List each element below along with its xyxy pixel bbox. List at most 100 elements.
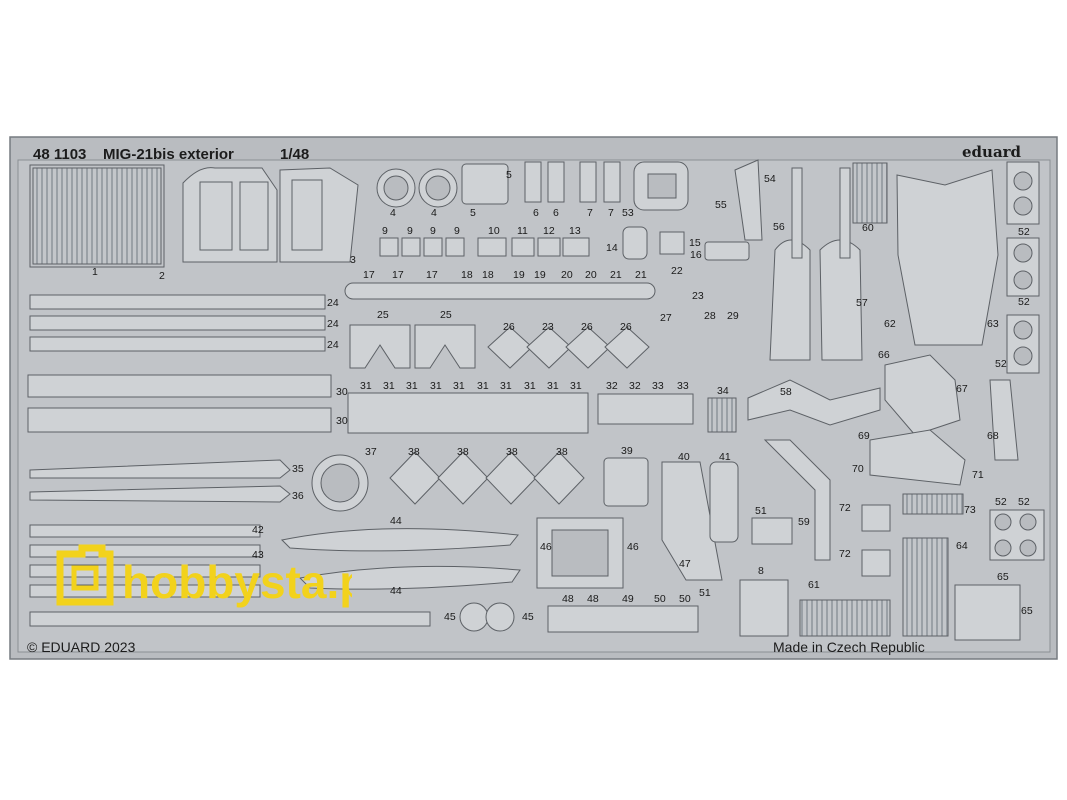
sheet-name: MIG-21bis exterior bbox=[103, 146, 234, 163]
part-number: 55 bbox=[715, 199, 727, 211]
part-number: 49 bbox=[622, 593, 634, 605]
part-number: 57 bbox=[856, 297, 868, 309]
copyright: © EDUARD 2023 bbox=[27, 639, 136, 655]
part-1 bbox=[29, 164, 165, 268]
part-number: 12 bbox=[543, 225, 555, 237]
part-45 bbox=[459, 602, 515, 632]
part-number: 71 bbox=[972, 469, 984, 481]
part-4 bbox=[376, 168, 458, 208]
part-number: 1 bbox=[92, 266, 98, 278]
part-38 bbox=[389, 451, 585, 505]
parts-56-57 bbox=[769, 167, 863, 361]
part-number: 4 bbox=[390, 207, 396, 219]
parts-26-23 bbox=[487, 326, 650, 369]
part-number: 35 bbox=[292, 463, 304, 475]
part-number: 52 bbox=[995, 496, 1007, 508]
part-25 bbox=[349, 324, 476, 369]
part-number: 67 bbox=[956, 383, 968, 395]
part-62 bbox=[896, 169, 999, 346]
part-number: 38 bbox=[556, 446, 568, 458]
parts-14-16 bbox=[622, 226, 750, 261]
part-number: 40 bbox=[678, 451, 690, 463]
part-number: 31 bbox=[406, 380, 418, 392]
part-number: 44 bbox=[390, 585, 402, 597]
part-number: 26 bbox=[620, 321, 632, 333]
part-number: 65 bbox=[997, 571, 1009, 583]
part-number: 52 bbox=[1018, 226, 1030, 238]
part-number: 19 bbox=[513, 269, 525, 281]
part-52-column bbox=[989, 161, 1045, 561]
part-number: 16 bbox=[690, 249, 702, 261]
part-number: 50 bbox=[654, 593, 666, 605]
part-number: 24 bbox=[327, 297, 339, 309]
parts-40-47 bbox=[661, 461, 739, 581]
part-number: 22 bbox=[671, 265, 683, 277]
part-number: 21 bbox=[610, 269, 622, 281]
part-number: 31 bbox=[430, 380, 442, 392]
part-number: 24 bbox=[327, 339, 339, 351]
part-number: 41 bbox=[719, 451, 731, 463]
small-parts-top bbox=[461, 161, 689, 211]
part-number: 68 bbox=[987, 430, 999, 442]
part-number: 31 bbox=[524, 380, 536, 392]
part-3 bbox=[279, 167, 359, 263]
part-number: 19 bbox=[534, 269, 546, 281]
part-60 bbox=[852, 162, 888, 224]
part-number: 7 bbox=[587, 207, 593, 219]
part-number: 64 bbox=[956, 540, 968, 552]
watermark-logo-icon bbox=[56, 544, 114, 606]
part-35-36 bbox=[29, 459, 291, 503]
part-number: 72 bbox=[839, 502, 851, 514]
part-number: 69 bbox=[858, 430, 870, 442]
part-number: 9 bbox=[382, 225, 388, 237]
parts-48-50 bbox=[547, 605, 699, 633]
part-number: 29 bbox=[727, 310, 739, 322]
part-number: 65 bbox=[1021, 605, 1033, 617]
part-number: 70 bbox=[852, 463, 864, 475]
part-number: 27 bbox=[660, 312, 672, 324]
part-number: 8 bbox=[758, 565, 764, 577]
parts-58-71 bbox=[747, 354, 1019, 486]
part-number: 11 bbox=[517, 225, 528, 237]
part-number: 2 bbox=[159, 270, 165, 282]
part-number: 32 bbox=[629, 380, 641, 392]
part-number: 28 bbox=[704, 310, 716, 322]
parts-32-33 bbox=[597, 393, 737, 433]
part-number: 60 bbox=[862, 222, 874, 234]
part-number: 31 bbox=[360, 380, 372, 392]
part-44 bbox=[280, 528, 521, 590]
parts-8-61-51 bbox=[739, 517, 891, 637]
part-number: 38 bbox=[506, 446, 518, 458]
part-number: 24 bbox=[327, 318, 339, 330]
part-number: 42 bbox=[252, 524, 264, 536]
part-number: 53 bbox=[622, 207, 634, 219]
part-number: 10 bbox=[488, 225, 500, 237]
part-number: 51 bbox=[755, 505, 767, 517]
part-number: 46 bbox=[540, 541, 552, 553]
part-number: 51 bbox=[699, 587, 711, 599]
part-number: 43 bbox=[252, 549, 264, 561]
part-31-row bbox=[347, 392, 589, 434]
parts-17-21 bbox=[344, 282, 656, 300]
part-number: 6 bbox=[533, 207, 539, 219]
part-number: 18 bbox=[482, 269, 494, 281]
parts-59-65 bbox=[763, 439, 1021, 641]
part-number: 48 bbox=[562, 593, 574, 605]
part-number: 58 bbox=[780, 386, 792, 398]
part-number: 45 bbox=[444, 611, 456, 623]
part-46 bbox=[536, 517, 624, 589]
part-number: 73 bbox=[964, 504, 976, 516]
part-number: 33 bbox=[677, 380, 689, 392]
part-number: 5 bbox=[470, 207, 476, 219]
parts-54-55 bbox=[734, 159, 763, 241]
part-39 bbox=[603, 457, 649, 507]
part-number: 50 bbox=[679, 593, 691, 605]
sheet-scale: 1/48 bbox=[280, 146, 310, 163]
part-number: 15 bbox=[689, 237, 701, 249]
part-number: 59 bbox=[798, 516, 810, 528]
part-number: 63 bbox=[987, 318, 999, 330]
sheet-code: 48 1103 bbox=[33, 146, 87, 163]
part-number: 4 bbox=[431, 207, 437, 219]
part-number: 38 bbox=[457, 446, 469, 458]
